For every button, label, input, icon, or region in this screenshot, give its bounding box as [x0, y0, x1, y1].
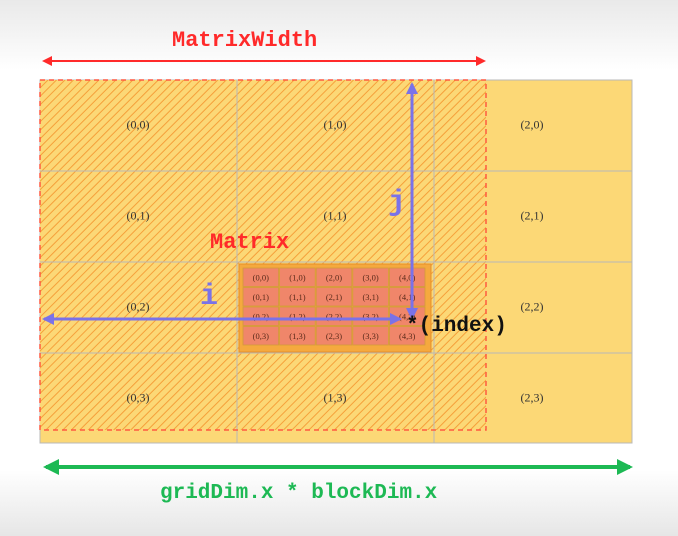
thread-cell [279, 326, 316, 346]
thread-label: (0,3) [253, 331, 269, 341]
j-label: j [388, 186, 407, 220]
thread-label: (3,0) [362, 272, 378, 282]
thread-cell [242, 267, 279, 287]
thread-label: (2,0) [326, 272, 342, 282]
thread-cell [315, 287, 353, 307]
block-label: (1,3) [323, 390, 347, 405]
block-label: (1,0) [323, 117, 347, 132]
i-label: i [200, 280, 219, 314]
matrix-region [40, 80, 486, 430]
thread-cell [279, 287, 316, 307]
block-label: (0,2) [126, 299, 150, 314]
thread-cell [352, 287, 389, 307]
thread-block-1-2: (0,0)(1,0)(2,0)(3,0)(4,0)(0,1)(1,1)(2,1)… [238, 263, 432, 353]
index-label: *(index) [406, 315, 507, 338]
thread-label: (1,1) [289, 292, 305, 302]
thread-label: (3,3) [362, 331, 378, 341]
thread-label: (0,0) [253, 272, 269, 282]
thread-cell [315, 267, 353, 287]
thread-label: (4,3) [399, 331, 415, 341]
grid-blocks [39, 79, 633, 444]
thread-label: (2,1) [326, 292, 342, 302]
grid-dim-label: gridDim.x * blockDim.x [160, 482, 438, 505]
thread-label: (2,3) [326, 331, 342, 341]
thread-label: (1,3) [289, 331, 305, 341]
matrix-width-label: MatrixWidth [172, 28, 318, 53]
block-label: (0,1) [126, 208, 150, 223]
thread-label: (1,0) [289, 272, 305, 282]
thread-cell [388, 326, 426, 346]
block-label: (0,3) [126, 390, 150, 405]
thread-label: (3,1) [362, 292, 378, 302]
block-label: (1,1) [323, 208, 347, 223]
matrix-border [39, 79, 487, 431]
thread-cell [352, 326, 389, 346]
thread-cell [315, 326, 353, 346]
block-label: (2,2) [520, 299, 544, 314]
thread-cell [242, 287, 279, 307]
block-label: (0,0) [126, 117, 150, 132]
block-label: (2,0) [520, 117, 544, 132]
block-label: (2,1) [520, 208, 544, 223]
thread-cell [352, 267, 389, 287]
matrix-label: Matrix [210, 230, 290, 255]
block-label: (2,3) [520, 390, 544, 405]
thread-label: (0,1) [253, 292, 269, 302]
thread-cell [242, 326, 279, 346]
thread-cell [279, 267, 316, 287]
